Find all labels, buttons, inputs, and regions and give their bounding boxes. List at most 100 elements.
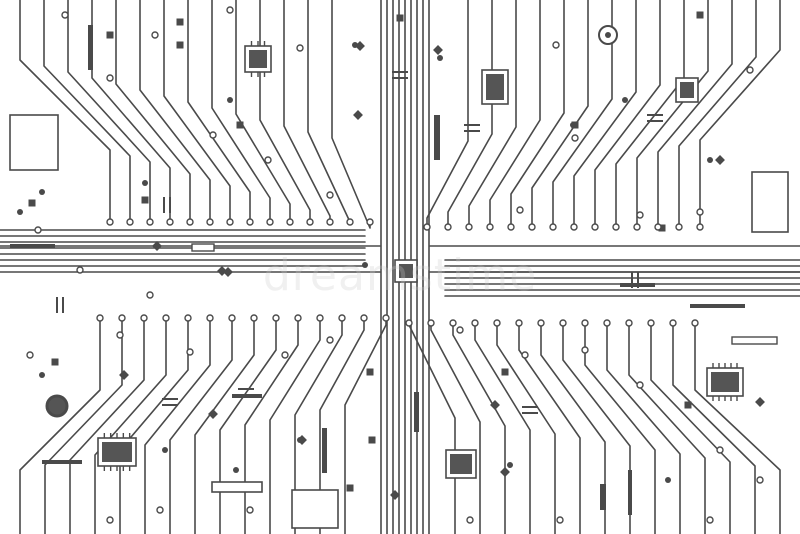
via-pad-icon — [552, 41, 560, 49]
via-pad-icon — [326, 336, 334, 344]
connector-icon — [751, 171, 789, 233]
via-pad-icon — [696, 208, 704, 216]
via-pad-icon — [206, 218, 214, 226]
diamond-pad — [755, 397, 765, 407]
via-pad-icon — [146, 291, 154, 299]
solder-dot — [17, 209, 23, 215]
circuit-trace — [119, 319, 189, 534]
square-pad — [696, 11, 704, 19]
microchip-core — [399, 264, 413, 278]
via-pad-icon — [184, 314, 192, 322]
solder-dot — [227, 97, 233, 103]
diamond-pad — [217, 266, 227, 276]
square-pad — [501, 368, 509, 376]
microchip-core — [680, 82, 694, 98]
via-pad-icon — [625, 319, 633, 327]
solder-dot — [362, 262, 368, 268]
via-pad-icon — [746, 66, 754, 74]
via-pad-icon — [486, 223, 494, 231]
via-pad-icon — [591, 223, 599, 231]
solder-dot — [39, 189, 45, 195]
via-pad-icon — [294, 314, 302, 322]
via-pad-icon — [444, 223, 452, 231]
circuit-trace — [531, 0, 589, 226]
via-pad-icon — [716, 446, 724, 454]
via-pad-icon — [427, 319, 435, 327]
square-pad — [684, 401, 692, 409]
trace-bar — [42, 460, 82, 464]
via-pad-icon — [515, 319, 523, 327]
trace-bar — [414, 392, 419, 432]
via-pad-icon — [570, 223, 578, 231]
microchip-core — [711, 372, 739, 392]
via-pad-icon — [96, 314, 104, 322]
microchip-core — [486, 74, 504, 100]
circuit-trace — [67, 0, 151, 221]
via-pad-icon — [647, 319, 655, 327]
via-pad-icon — [654, 223, 662, 231]
square-pad — [106, 31, 114, 39]
circuit-trace — [447, 0, 493, 226]
via-pad-icon — [228, 314, 236, 322]
via-pad-icon — [465, 223, 473, 231]
via-pad-icon — [146, 218, 154, 226]
circuit-trace — [169, 319, 233, 534]
circuit-trace — [235, 0, 291, 221]
via-pad-icon — [326, 218, 334, 226]
circuit-trace — [468, 0, 517, 226]
solder-dot — [233, 467, 239, 473]
trace-bar — [434, 115, 440, 160]
via-pad-icon — [669, 319, 677, 327]
connector-icon — [291, 489, 339, 529]
via-pad-icon — [756, 476, 764, 484]
connector-icon — [9, 114, 59, 171]
circuit-trace — [139, 0, 211, 221]
via-pad-icon — [76, 266, 84, 274]
via-pad-icon — [537, 319, 545, 327]
circuit-components — [9, 11, 789, 529]
circuit-trace — [628, 324, 706, 534]
round-pad-center — [605, 32, 611, 38]
diamond-pad — [208, 409, 218, 419]
via-pad-icon — [691, 319, 699, 327]
solder-dot — [622, 97, 628, 103]
via-pad-icon — [326, 191, 334, 199]
via-pad-icon — [26, 351, 34, 359]
via-pad-icon — [126, 218, 134, 226]
via-pad-icon — [186, 348, 194, 356]
via-pad-icon — [226, 6, 234, 14]
via-pad-icon — [521, 351, 529, 359]
via-pad-icon — [296, 44, 304, 52]
via-pad-icon — [226, 218, 234, 226]
via-pad-icon — [612, 223, 620, 231]
circuit-trace — [211, 0, 271, 221]
circuit-trace — [307, 0, 351, 223]
via-pad-icon — [162, 314, 170, 322]
square-pad — [28, 199, 36, 207]
diamond-pad — [152, 241, 162, 251]
circuit-trace — [694, 324, 781, 534]
via-pad-icon — [405, 319, 413, 327]
via-pad-icon — [633, 223, 641, 231]
square-pad — [571, 121, 579, 129]
via-pad-icon — [306, 218, 314, 226]
circuit-trace — [283, 0, 331, 221]
square-pad — [51, 358, 59, 366]
trace-bar — [10, 244, 55, 248]
via-pad-icon — [116, 331, 124, 339]
via-pad-icon — [206, 314, 214, 322]
circuit-trace — [259, 0, 311, 221]
solder-dot — [39, 372, 45, 378]
circuit-trace — [43, 0, 131, 221]
via-pad-icon — [106, 74, 114, 82]
via-pad-icon — [559, 319, 567, 327]
microchip-core — [249, 50, 267, 68]
circuit-trace — [489, 0, 541, 226]
via-pad-icon — [106, 218, 114, 226]
via-pad-icon — [61, 11, 69, 19]
solder-dot — [142, 180, 148, 186]
via-pad-icon — [186, 218, 194, 226]
solder-dot — [437, 55, 443, 61]
circuit-trace — [650, 324, 731, 534]
